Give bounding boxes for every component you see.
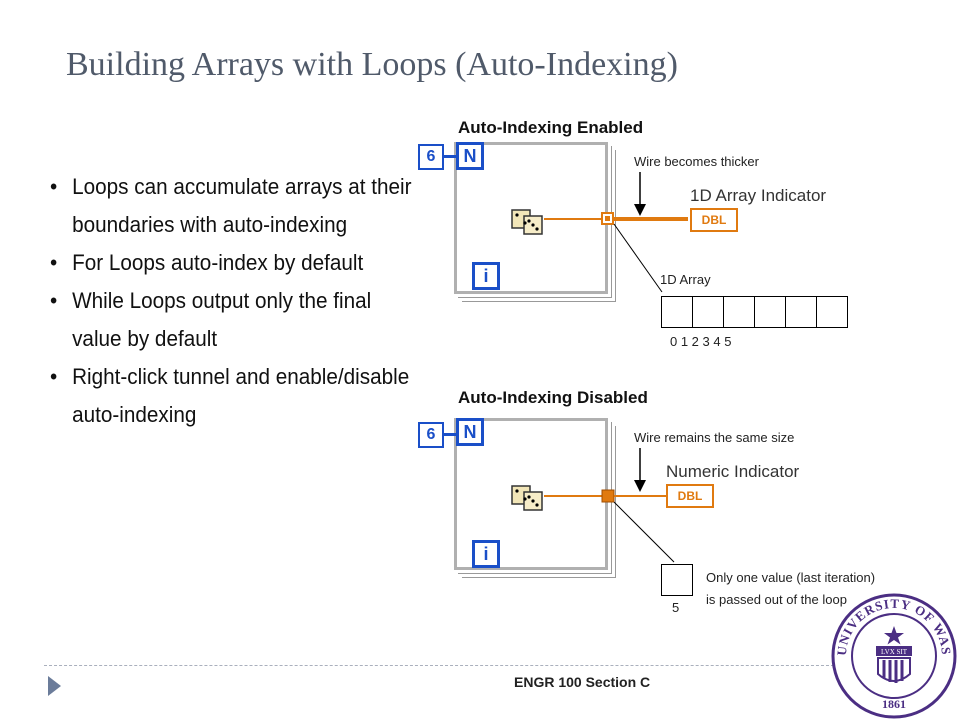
scalar-cell [661, 564, 693, 596]
array-cell [661, 296, 693, 328]
array-cell [692, 296, 724, 328]
enabled-count-constant: 6 [418, 144, 444, 170]
array-cell [754, 296, 786, 328]
random-number-dice-icon [511, 209, 543, 235]
array-cell [816, 296, 848, 328]
disabled-iteration-terminal: i [472, 540, 500, 568]
disabled-dbl-indicator: DBL [666, 484, 714, 508]
slide-title: Building Arrays with Loops (Auto-Indexin… [66, 46, 678, 83]
enabled-iteration-terminal: i [472, 262, 500, 290]
array-cell [723, 296, 755, 328]
footer-divider [44, 665, 834, 666]
enabled-heading: Auto-Indexing Enabled [458, 118, 644, 137]
enabled-count-terminal: N [456, 142, 484, 170]
disabled-indicator-label: Numeric Indicator [666, 462, 800, 481]
disabled-count-terminal: N [456, 418, 484, 446]
enabled-wire [544, 212, 688, 225]
footer-arrow-icon [48, 676, 61, 696]
bullet-item: Loops can accumulate arrays at their bou… [50, 168, 412, 244]
disabled-heading: Auto-Indexing Disabled [458, 388, 648, 407]
seal-motto: LVX SIT [881, 648, 908, 656]
seal-year: 1861 [882, 697, 906, 711]
disabled-tunnel-callout-line [613, 501, 675, 563]
bullet-item: Right-click tunnel and enable/disable au… [50, 358, 412, 434]
random-number-dice-icon [511, 485, 543, 511]
bullet-item: For Loops auto-index by default [50, 244, 412, 282]
university-seal-icon: UNIVERSITY OF WASHINGTON LVX SIT 1861 [830, 592, 957, 719]
array-cells [661, 296, 848, 328]
scalar-note-line2: is passed out of the loop [706, 592, 847, 607]
scalar-note-line1: Only one value (last iteration) [706, 570, 876, 585]
arrow-down-icon [634, 448, 646, 492]
enabled-wire-note: Wire becomes thicker [634, 154, 759, 169]
enabled-dbl-indicator: DBL [690, 208, 738, 232]
array-indices: 0 1 2 3 4 5 [670, 334, 732, 349]
enabled-count-wire [444, 155, 456, 158]
enabled-tunnel-callout-line [613, 223, 663, 293]
bullet-item: While Loops output only the final value … [50, 282, 412, 358]
disabled-count-constant: 6 [418, 422, 444, 448]
disabled-wire [544, 489, 688, 503]
disabled-count-wire [444, 433, 456, 436]
enabled-indicator-label: 1D Array Indicator [690, 186, 827, 205]
disabled-wire-note: Wire remains the same size [634, 430, 795, 445]
array-label: 1D Array [660, 272, 711, 287]
footer-text: ENGR 100 Section C [514, 674, 651, 690]
arrow-down-icon [634, 172, 646, 216]
array-cell [785, 296, 817, 328]
bullet-list: Loops can accumulate arrays at their bou… [50, 168, 412, 434]
scalar-value: 5 [672, 600, 680, 615]
